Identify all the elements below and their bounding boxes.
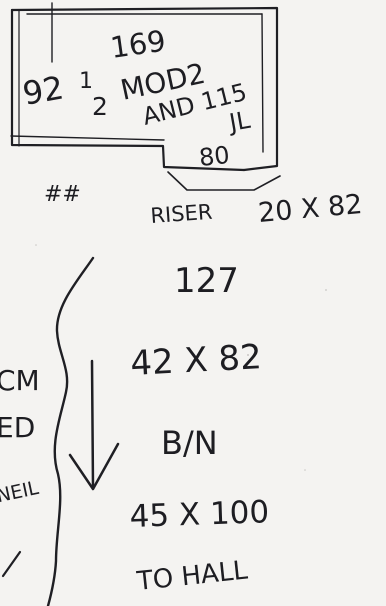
wavy-boundary-line xyxy=(46,256,95,606)
plan-fraction-bottom: 2 xyxy=(92,92,108,121)
room-plan-outline xyxy=(10,2,281,191)
hash-marker: ## xyxy=(44,182,81,207)
left-fragment-cm: CM xyxy=(0,364,40,397)
dims-45x100: 45 X 100 xyxy=(129,494,270,535)
bn-label: B/N xyxy=(161,424,218,462)
plan-width-top: 169 xyxy=(108,24,168,65)
down-arrow-icon xyxy=(68,359,120,491)
number-127: 127 xyxy=(174,261,239,301)
paper-specks xyxy=(35,244,327,471)
plan-height-left: 92 xyxy=(20,68,67,112)
diagonal-stroke xyxy=(1,550,22,578)
plan-width-notch: 80 xyxy=(198,141,231,172)
plan-fraction-top: 1 xyxy=(79,69,93,94)
left-fragment-ed: ED xyxy=(0,411,35,444)
dims-42x82: 42 X 82 xyxy=(129,337,262,384)
riser-label: RISER xyxy=(150,200,214,228)
